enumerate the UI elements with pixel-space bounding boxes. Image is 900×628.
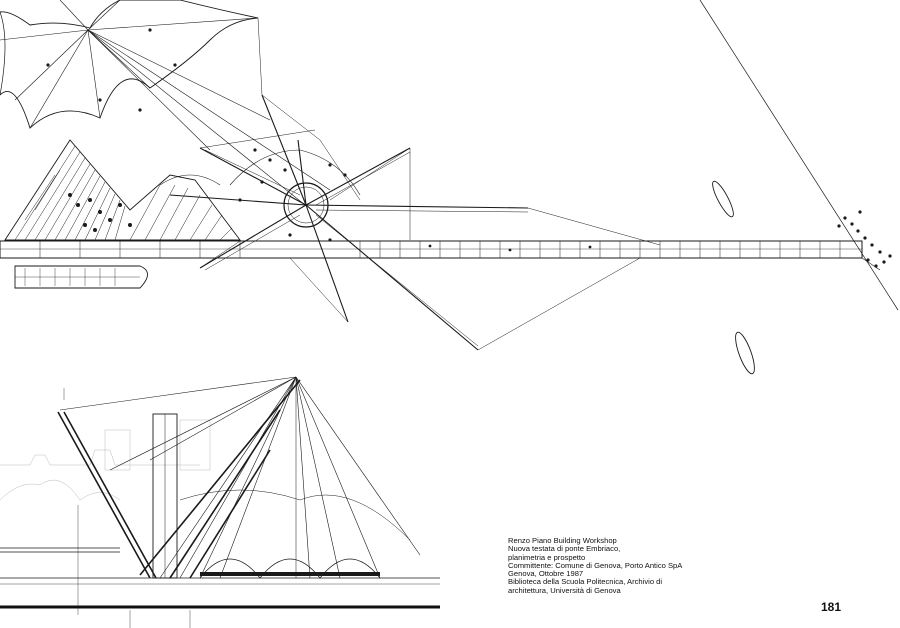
background-city (0, 419, 211, 501)
elevation (0, 376, 440, 628)
caption-line-archive: Biblioteca della Scuola Politecnica, Arc… (508, 577, 663, 587)
caption-line-title: Nuova testata di ponte Embriaco, (508, 544, 621, 554)
caption-line-date: Genova, Ottobre 1987 (508, 569, 584, 579)
booms (57, 379, 301, 579)
elevation-cables (59, 376, 421, 579)
caption-line-university: architettura, Università di Genova (508, 585, 621, 595)
moored-ship (14, 265, 148, 289)
tent-membrane-plan (0, 0, 259, 129)
shoreline (699, 0, 899, 311)
boat (712, 180, 734, 218)
star-arms (169, 94, 529, 351)
membrane-arcs (199, 558, 381, 579)
hatched-building (4, 139, 241, 241)
figure-caption: Renzo Piano Building Workshop Nuova test… (508, 536, 708, 595)
site-plan (0, 0, 899, 375)
people-dots (46, 28, 892, 268)
boat (735, 331, 755, 375)
caption-line-subtitle: planimetria e prospetto (508, 552, 586, 562)
pier-divisions (39, 241, 841, 258)
caption-line-author: Renzo Piano Building Workshop (508, 536, 617, 545)
page-number: 181 (821, 600, 842, 614)
pier (0, 240, 863, 259)
mast-cables-plan (0, 0, 331, 206)
caption-line-client: Committente: Comune di Genova, Porto Ant… (508, 560, 683, 570)
